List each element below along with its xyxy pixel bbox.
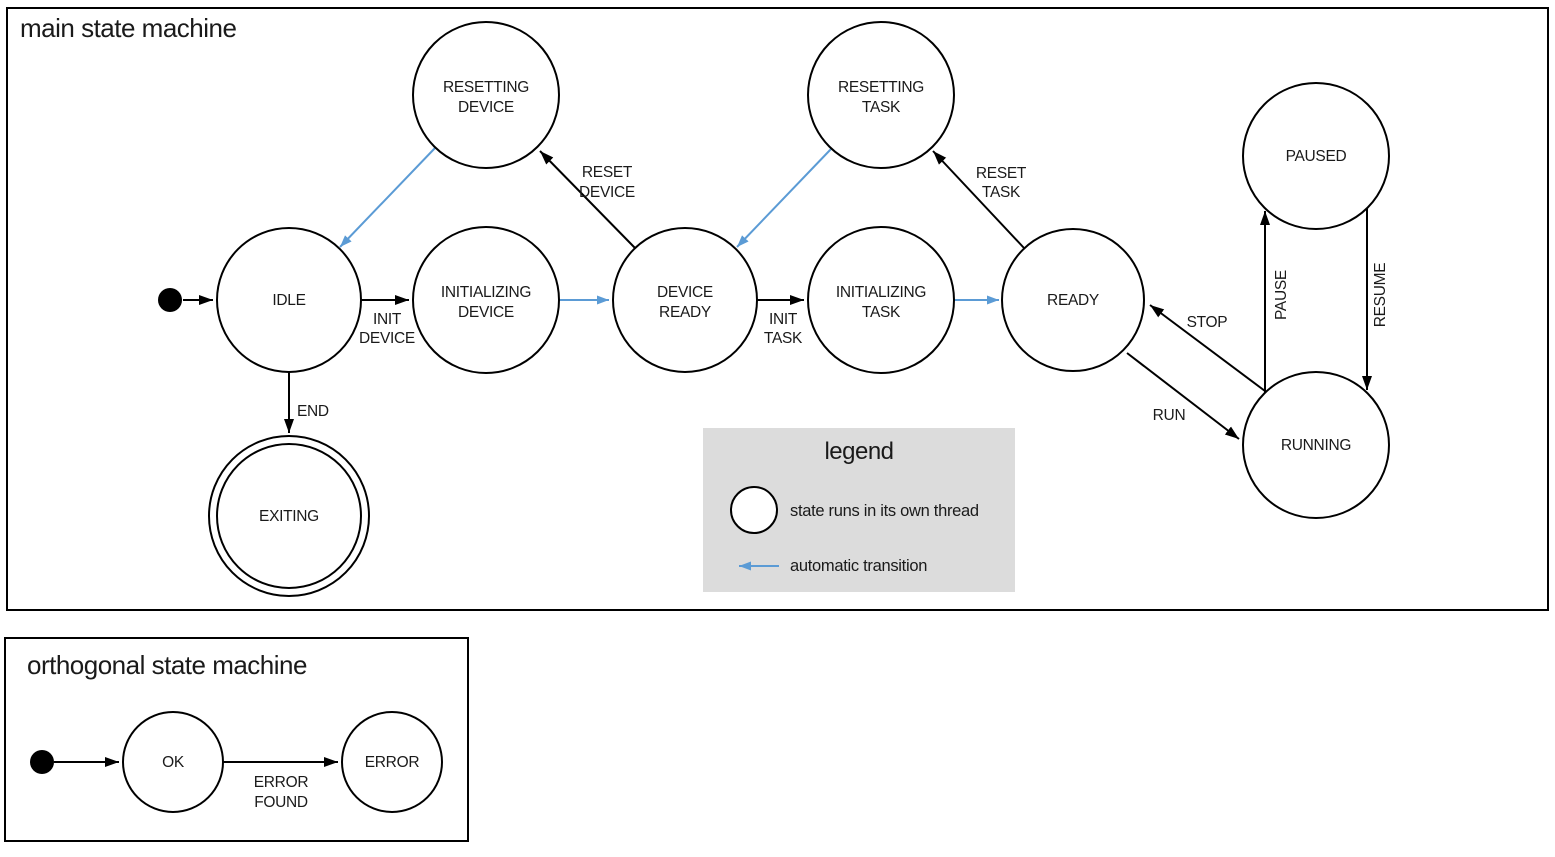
state-exiting-label: EXITING bbox=[259, 508, 319, 525]
transition-label-stop: STOP bbox=[1187, 314, 1228, 331]
orthogonal-state-machine-panel: orthogonal state machine ERROR FOUND OK … bbox=[4, 637, 469, 842]
main-panel-border bbox=[6, 7, 1549, 611]
state-resetting-task: RESETTING TASK bbox=[807, 21, 955, 169]
state-ok-circle bbox=[122, 711, 224, 813]
state-ok: OK bbox=[122, 711, 224, 813]
transition-label-init-task-line2: TASK bbox=[764, 330, 803, 347]
transition-label-reset-device-line2: DEVICE bbox=[579, 184, 635, 201]
state-running: RUNNING bbox=[1242, 371, 1390, 519]
transition-label-reset-device-line1: RESET bbox=[582, 164, 633, 181]
transition-label-error-found-line1: ERROR bbox=[254, 774, 309, 791]
state-resetting-device: RESETTING DEVICE bbox=[412, 21, 560, 169]
state-initializing-task: INITIALIZING TASK bbox=[807, 226, 955, 374]
state-running-label: RUNNING bbox=[1281, 437, 1351, 454]
transition-label-init-device-line1: INIT bbox=[373, 311, 402, 328]
state-ready-circle bbox=[1001, 228, 1145, 372]
transition-ready-to-resetting-task bbox=[932, 150, 1025, 249]
state-resetting-task-label-line2: TASK bbox=[862, 99, 901, 116]
state-ready-label: READY bbox=[1047, 292, 1099, 309]
state-device-ready: DEVICE READY bbox=[612, 227, 758, 373]
state-exiting-final: EXITING bbox=[208, 435, 370, 597]
state-idle-circle bbox=[216, 227, 362, 373]
state-initializing-task-label-line2: TASK bbox=[862, 304, 901, 321]
transition-label-init-device-line2: DEVICE bbox=[359, 330, 415, 347]
transition-resetting-device-to-idle-automatic bbox=[339, 147, 436, 248]
legend-threaded-state-swatch bbox=[730, 486, 778, 534]
state-idle-label: IDLE bbox=[272, 292, 305, 309]
legend-automatic-transition-label: automatic transition bbox=[790, 557, 927, 575]
transition-label-reset-task-line2: TASK bbox=[982, 184, 1021, 201]
state-paused: PAUSED bbox=[1242, 82, 1390, 230]
state-resetting-device-label-line2: DEVICE bbox=[458, 99, 514, 116]
transition-resetting-task-to-device-ready-automatic bbox=[736, 148, 832, 248]
state-initializing-task-circle bbox=[807, 226, 955, 374]
initial-state-dot bbox=[158, 288, 182, 312]
state-paused-label: PAUSED bbox=[1286, 148, 1347, 165]
state-error: ERROR bbox=[341, 711, 443, 813]
state-idle: IDLE bbox=[216, 227, 362, 373]
main-panel-title: main state machine bbox=[20, 13, 236, 43]
transition-running-to-ready bbox=[1149, 304, 1266, 392]
state-error-label: ERROR bbox=[365, 754, 420, 771]
state-device-ready-circle bbox=[612, 227, 758, 373]
legend-panel: legend state runs in its own thread auto… bbox=[703, 428, 1015, 592]
state-initializing-device-label-line1: INITIALIZING bbox=[441, 284, 531, 301]
orthogonal-panel-title: orthogonal state machine bbox=[27, 650, 307, 680]
transition-ready-to-running bbox=[1126, 352, 1240, 440]
transition-label-reset-task: RESET TASK bbox=[976, 165, 1027, 201]
main-state-machine-panel: main state machine INIT DEVICE RESET DEV… bbox=[6, 7, 1549, 611]
transition-label-init-task-line1: INIT bbox=[769, 311, 798, 328]
state-initializing-device-label-line2: DEVICE bbox=[458, 304, 514, 321]
transition-label-error-found-line2: FOUND bbox=[254, 794, 308, 811]
state-initializing-device-circle bbox=[412, 226, 560, 374]
state-device-ready-label-line1: DEVICE bbox=[657, 284, 713, 301]
legend-title: legend bbox=[824, 438, 893, 465]
state-initializing-task-label-line1: INITIALIZING bbox=[836, 284, 926, 301]
transition-label-reset-task-line1: RESET bbox=[976, 165, 1027, 182]
state-resetting-task-circle bbox=[807, 21, 955, 169]
transition-label-init-device: INIT DEVICE bbox=[359, 311, 415, 347]
state-running-circle bbox=[1242, 371, 1390, 519]
orthogonal-panel-border bbox=[4, 637, 469, 842]
state-ready: READY bbox=[1001, 228, 1145, 372]
state-ok-label: OK bbox=[162, 754, 185, 771]
state-resetting-task-label-line1: RESETTING bbox=[838, 79, 924, 96]
state-resetting-device-circle bbox=[412, 21, 560, 169]
legend-threaded-state-label: state runs in its own thread bbox=[790, 502, 979, 520]
transition-label-init-task: INIT TASK bbox=[764, 311, 803, 347]
state-exiting-circle bbox=[216, 443, 362, 589]
transition-device-ready-to-resetting-device bbox=[539, 150, 636, 249]
transition-label-reset-device: RESET DEVICE bbox=[579, 164, 635, 201]
transition-label-end: END bbox=[297, 403, 329, 420]
transition-label-pause: PAUSE bbox=[1273, 270, 1290, 320]
transition-label-run: RUN bbox=[1153, 407, 1186, 424]
state-initializing-device: INITIALIZING DEVICE bbox=[412, 226, 560, 374]
orthogonal-initial-state-dot bbox=[30, 750, 54, 774]
state-resetting-device-label-line1: RESETTING bbox=[443, 79, 529, 96]
transition-label-resume: RESUME bbox=[1372, 263, 1389, 328]
transition-label-error-found: ERROR FOUND bbox=[254, 774, 309, 811]
state-device-ready-label-line2: READY bbox=[659, 304, 711, 321]
state-error-circle bbox=[341, 711, 443, 813]
state-paused-circle bbox=[1242, 82, 1390, 230]
